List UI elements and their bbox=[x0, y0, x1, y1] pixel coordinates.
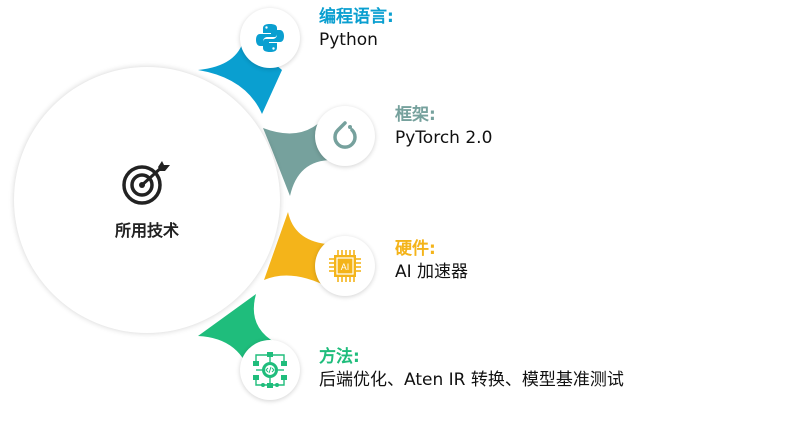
item-value: Python bbox=[319, 30, 378, 50]
ai-chip-icon: AI bbox=[329, 250, 361, 282]
hardware-label: 硬件: AI 加速器 bbox=[395, 238, 468, 284]
petal-hardware bbox=[264, 212, 330, 288]
python-icon bbox=[256, 24, 284, 52]
framework-label: 框架: PyTorch 2.0 bbox=[395, 104, 492, 150]
python-label: 编程语言: Python bbox=[319, 6, 394, 52]
method-node bbox=[240, 340, 300, 400]
item-value: PyTorch 2.0 bbox=[395, 128, 493, 148]
center-label: 所用技术 bbox=[114, 221, 179, 240]
item-title: 方法: bbox=[319, 347, 360, 367]
pytorch-icon bbox=[333, 121, 357, 149]
center-circle: 所用技术 bbox=[14, 67, 280, 333]
code-network-icon bbox=[253, 352, 287, 388]
petal-framework bbox=[263, 120, 332, 196]
python-node bbox=[240, 8, 300, 68]
item-title: 编程语言: bbox=[319, 7, 394, 27]
chip-text: AI bbox=[341, 262, 350, 272]
item-value: AI 加速器 bbox=[395, 262, 469, 282]
pytorch-node bbox=[315, 106, 375, 166]
target-icon bbox=[122, 161, 170, 205]
method-label: 方法: 后端优化、Aten IR 转换、模型基准测试 bbox=[319, 346, 624, 392]
item-title: 框架: bbox=[395, 105, 436, 125]
item-title: 硬件: bbox=[395, 239, 436, 259]
hardware-node: AI bbox=[315, 236, 375, 296]
item-value: 后端优化、Aten IR 转换、模型基准测试 bbox=[319, 370, 624, 390]
